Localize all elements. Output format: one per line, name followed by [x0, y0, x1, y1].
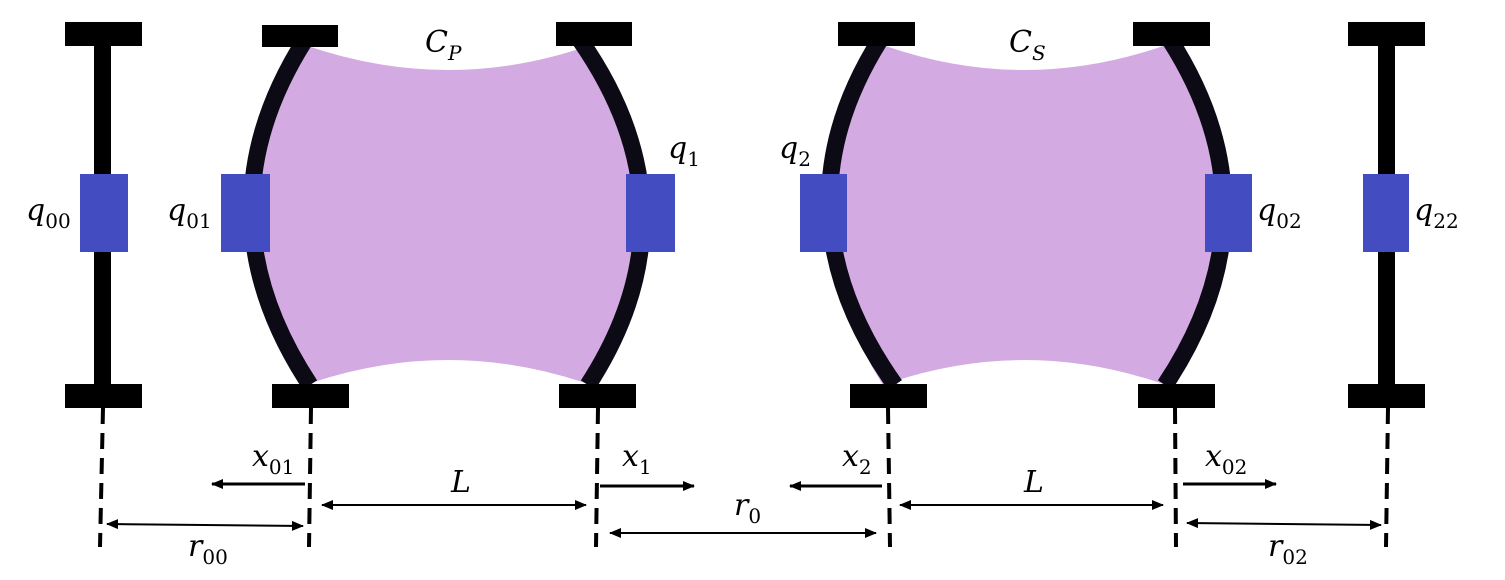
- dash-line-3: [886, 407, 892, 548]
- arrow-r00: [106, 519, 304, 531]
- qubit-label-q00-main: q: [26, 193, 45, 228]
- mount-bottom-3: [850, 384, 927, 408]
- distance-label-x01-sub: 01: [269, 455, 294, 479]
- qubit-label-q22-sub: 22: [1433, 209, 1458, 233]
- mirror-mounts: [65, 22, 1425, 408]
- qubit-label-q22-main: q: [1414, 193, 1433, 228]
- qubit-q00: [80, 174, 128, 252]
- qubit-label-q2-main: q: [779, 131, 798, 166]
- cavity-label-cs-main: C: [1009, 25, 1032, 60]
- qubit-label-q00-sub: 00: [45, 209, 70, 233]
- distance-label-x02-main: x: [1205, 439, 1222, 474]
- qubit-label-q02: q02: [1257, 193, 1302, 233]
- qubit-label-q2: q2: [779, 131, 811, 171]
- qubit-label-q01-main: q: [167, 193, 186, 228]
- dash-line-5: [1384, 407, 1390, 548]
- qubit-label-q01: q01: [167, 193, 212, 233]
- qubit-label-q1-sub: 1: [687, 147, 700, 171]
- distance-arrows: [106, 500, 1382, 538]
- dash-line-2: [594, 407, 600, 548]
- mount-top-3: [838, 22, 915, 46]
- qubit-q1: [626, 174, 675, 252]
- cavity-label-cs: CS: [1009, 25, 1046, 65]
- distance-label-r02-main: r: [1268, 529, 1284, 564]
- mount-bottom-4: [1138, 384, 1215, 408]
- qubit-label-q1-main: q: [668, 131, 687, 166]
- distance-label-r02: r02: [1268, 529, 1308, 569]
- displacement-arrows: [211, 479, 1277, 491]
- distance-label-r0-sub: 0: [748, 504, 761, 528]
- distance-label-x01-main: x: [252, 439, 269, 474]
- distance-label-r00-main: r: [188, 529, 204, 564]
- qubit-label-q01-sub: 01: [186, 209, 211, 233]
- qubit-q2: [800, 174, 847, 252]
- distance-label-x2: x2: [842, 439, 872, 479]
- distance-label-r0: r0: [734, 488, 761, 528]
- distance-label-x02: x02: [1205, 439, 1247, 479]
- distance-label-x1: x1: [622, 439, 652, 479]
- distance-label-x2-main: x: [842, 439, 859, 474]
- distance-label-x1-main: x: [622, 439, 639, 474]
- distance-label-x01: x01: [252, 439, 294, 479]
- cavity-label-cs-sub: S: [1032, 41, 1046, 65]
- qubit-label-q2-sub: 2: [798, 147, 811, 171]
- distance-label-L-left: L: [450, 465, 471, 500]
- mount-top-4: [1133, 22, 1210, 46]
- qubit-q01: [221, 174, 270, 252]
- dash-line-1: [307, 407, 313, 548]
- cavity-label-cp-sub: P: [447, 41, 462, 65]
- qubit-label-q22: q22: [1414, 193, 1459, 233]
- mount-bottom-2: [559, 384, 636, 408]
- distance-label-r00: r00: [188, 529, 228, 569]
- distance-label-r02-sub: 02: [1282, 545, 1307, 569]
- qubit-q02: [1205, 174, 1252, 252]
- mount-top-2: [556, 22, 632, 46]
- distance-label-r00-sub: 00: [202, 545, 227, 569]
- qubit-label-q02-sub: 02: [1276, 209, 1301, 233]
- distance-label-x02-sub: 02: [1222, 455, 1247, 479]
- cavity-label-cp: CP: [425, 25, 462, 65]
- arrow-r02: [1186, 518, 1382, 530]
- qubit-label-q1: q1: [668, 131, 700, 171]
- reference-lines: [98, 407, 1390, 548]
- cavity-label-cp-main: C: [425, 25, 448, 60]
- qubit-label-q02-main: q: [1257, 193, 1276, 228]
- mount-bottom-1: [272, 384, 349, 408]
- qubit-q22: [1363, 174, 1409, 252]
- dash-line-0: [98, 407, 105, 548]
- mount-top-1: [262, 25, 338, 47]
- cavity-right-fill: [828, 45, 1221, 385]
- qubit-label-q00: q00: [26, 193, 71, 233]
- distance-label-r0-main: r: [734, 488, 750, 523]
- cavity-left-fill: [250, 45, 646, 385]
- dash-line-4: [1173, 407, 1178, 548]
- distance-label-x2-sub: 2: [859, 455, 872, 479]
- distance-label-L-right: L: [1023, 465, 1044, 500]
- distance-label-x1-sub: 1: [639, 455, 652, 479]
